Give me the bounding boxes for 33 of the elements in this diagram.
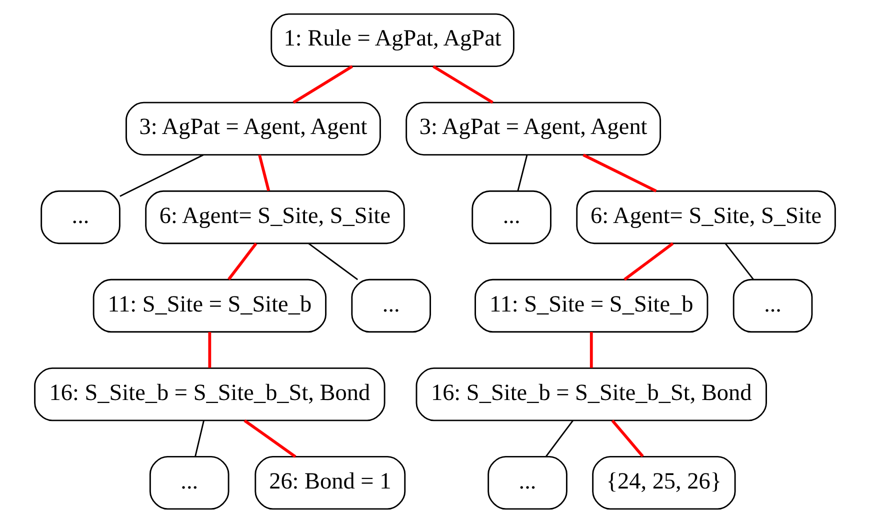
connector (610, 420, 644, 458)
node-box: 6: Agent= S_Site, S_Site (576, 190, 836, 244)
connector (194, 420, 204, 457)
connector (258, 154, 270, 192)
node-box: ... (148, 456, 229, 510)
node-box: 16: S_Site_b = S_Site_b_St, Bond (415, 367, 766, 422)
connector (243, 419, 296, 458)
connector (582, 154, 656, 192)
connector (589, 332, 592, 368)
connector (724, 243, 754, 280)
node-box: 26: Bond = 1 (254, 456, 406, 510)
connector (516, 154, 528, 191)
node-box: 1: Rule = AgPat, AgPat (270, 13, 514, 68)
node-box: ... (732, 278, 812, 333)
connector (227, 242, 257, 280)
node-box: ... (40, 190, 120, 244)
node-box: 11: S_Site = S_Site_b (474, 278, 708, 333)
node-box: 3: AgPat = Agent, Agent (405, 102, 661, 156)
node-box: 3: AgPat = Agent, Agent (125, 102, 380, 156)
node-box: 11: S_Site = S_Site_b (92, 278, 326, 333)
node-box: 16: S_Site_b = S_Site_b_St, Bond (34, 367, 385, 422)
connector (308, 242, 358, 280)
connector (623, 242, 674, 281)
connector (292, 65, 352, 104)
connector (208, 332, 211, 368)
connector (545, 420, 573, 457)
node-box: 6: Agent= S_Site, S_Site (144, 190, 404, 244)
connector (119, 154, 204, 197)
node-box: ... (350, 278, 431, 333)
node-box: ... (487, 456, 567, 510)
node-box: {24, 25, 26} (592, 456, 736, 510)
connector (432, 65, 493, 104)
node-box: ... (471, 190, 551, 244)
